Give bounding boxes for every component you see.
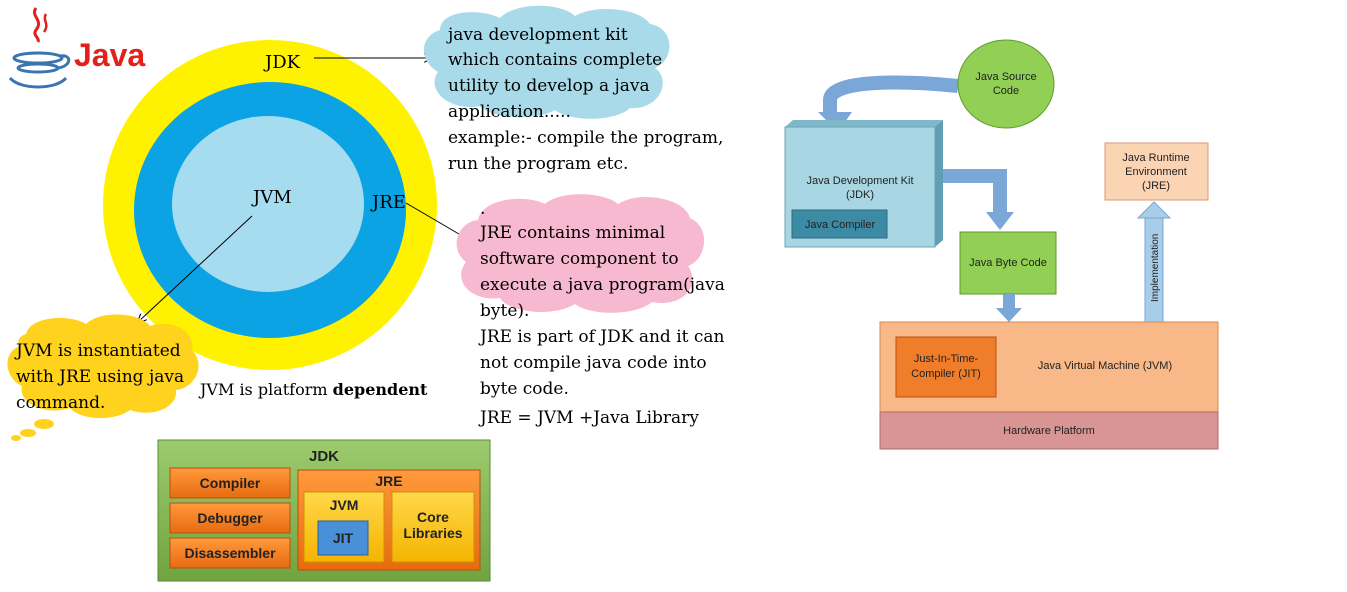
core-libraries-label: Libraries [403,525,462,541]
disassembler-block [169,537,291,569]
java-flow-diagram: Java Development Kit (JDK) Java Compiler… [784,39,1219,450]
jdk-to-bytecode-arrow [943,169,1007,214]
jre-note-line: byte code. [480,379,569,399]
jdk-stack-title: JDK [309,448,339,465]
jre-block-title: JRE [375,473,402,489]
jdk-note-line: example:- compile the program, [448,128,723,148]
jre-formula: JRE = JVM +Java Library [478,408,699,428]
jvm-note-line: command. [16,393,105,413]
source-to-jdk-arrow [823,75,959,116]
bytecode-label: Java Byte Code [969,257,1047,269]
compiler-label: Compiler [200,475,261,491]
jre-note-cloud [456,194,705,313]
jvm-pointer-arrow [138,215,253,322]
java-logo: Java [8,7,145,89]
jdk-box-top [785,120,943,127]
compiler-block [169,467,291,499]
jdk-circle-label: JDK [263,52,301,73]
jit-box-label: Just-In-Time- [914,353,979,365]
jre-note-line: not compile java code into [480,353,707,373]
jre-box-label: Environment [1125,166,1187,178]
jdk-note-line: application..... [448,102,571,122]
jdk-box-label: Java Development Kit [807,175,914,187]
disassembler-label: Disassembler [184,545,276,561]
jit-label: JIT [333,530,354,546]
jvm-circle [172,116,364,292]
jdk-note-line: run the program etc. [448,154,628,174]
jit-block [317,520,369,556]
java-compiler-box [791,209,888,239]
debugger-block [169,502,291,534]
jre-circle-label: JRE [370,192,406,213]
jre-note-line: byte). [480,301,529,321]
jvm-note-line: with JRE using java [16,367,184,387]
core-libraries-label: Core [417,509,449,525]
jdk-note-line: java development kit [446,25,628,45]
thought-bubble [34,419,54,429]
coffee-cup-icon [8,7,71,89]
java-compiler-label: Java Compiler [805,219,876,231]
jre-note-dot: . [480,199,485,219]
jit-box [895,336,997,398]
core-libraries-block [391,491,475,563]
platform-caption: JVM is platform dependent [198,380,428,399]
arrow-head [1136,201,1172,219]
java-source-label: Code [993,85,1019,97]
java-source-circle [957,39,1055,129]
arrow-head [996,308,1022,322]
jvm-box-label: Java Virtual Machine (JVM) [1038,360,1172,372]
jre-note-line: JRE is part of JDK and it can [478,327,725,347]
jre-box-label: Java Runtime [1122,152,1189,164]
debugger-label: Debugger [197,510,263,526]
jdk-note-line: utility to develop a java [448,76,650,96]
jdk-stack-diagram: JDK Compiler Debugger Disassembler JRE J… [157,439,491,582]
jre-note-line: software component to [480,249,679,269]
jdk-note-cloud [423,5,670,119]
implementation-label: Implementation [1150,234,1161,302]
jdk-box-side [935,120,943,247]
java-logo-text: Java [74,37,145,73]
java-source-label: Java Source [975,71,1036,83]
jit-box-label: Compiler (JIT) [911,368,981,380]
jdk-note-line: which contains complete [448,50,662,70]
bytecode-to-jvm-arrow [1003,294,1015,310]
jre-box [1104,142,1209,201]
hardware-box [879,411,1219,450]
bytecode-box [959,231,1057,295]
jvm-circle-label: JVM [251,187,292,208]
jvm-note-cloud [7,314,199,441]
jvm-note-line: JVM is instantiated [14,341,181,361]
jdk-box-label: (JDK) [846,189,874,201]
thought-bubble [20,429,36,437]
jre-note-line: execute a java program(java [480,275,725,295]
hardware-label: Hardware Platform [1003,425,1095,437]
jre-note-line: JRE contains minimal [478,223,665,243]
arrow-head [986,212,1014,230]
jvm-block-title: JVM [330,497,359,513]
thought-bubble [11,435,21,441]
jre-box-label: (JRE) [1142,180,1170,192]
